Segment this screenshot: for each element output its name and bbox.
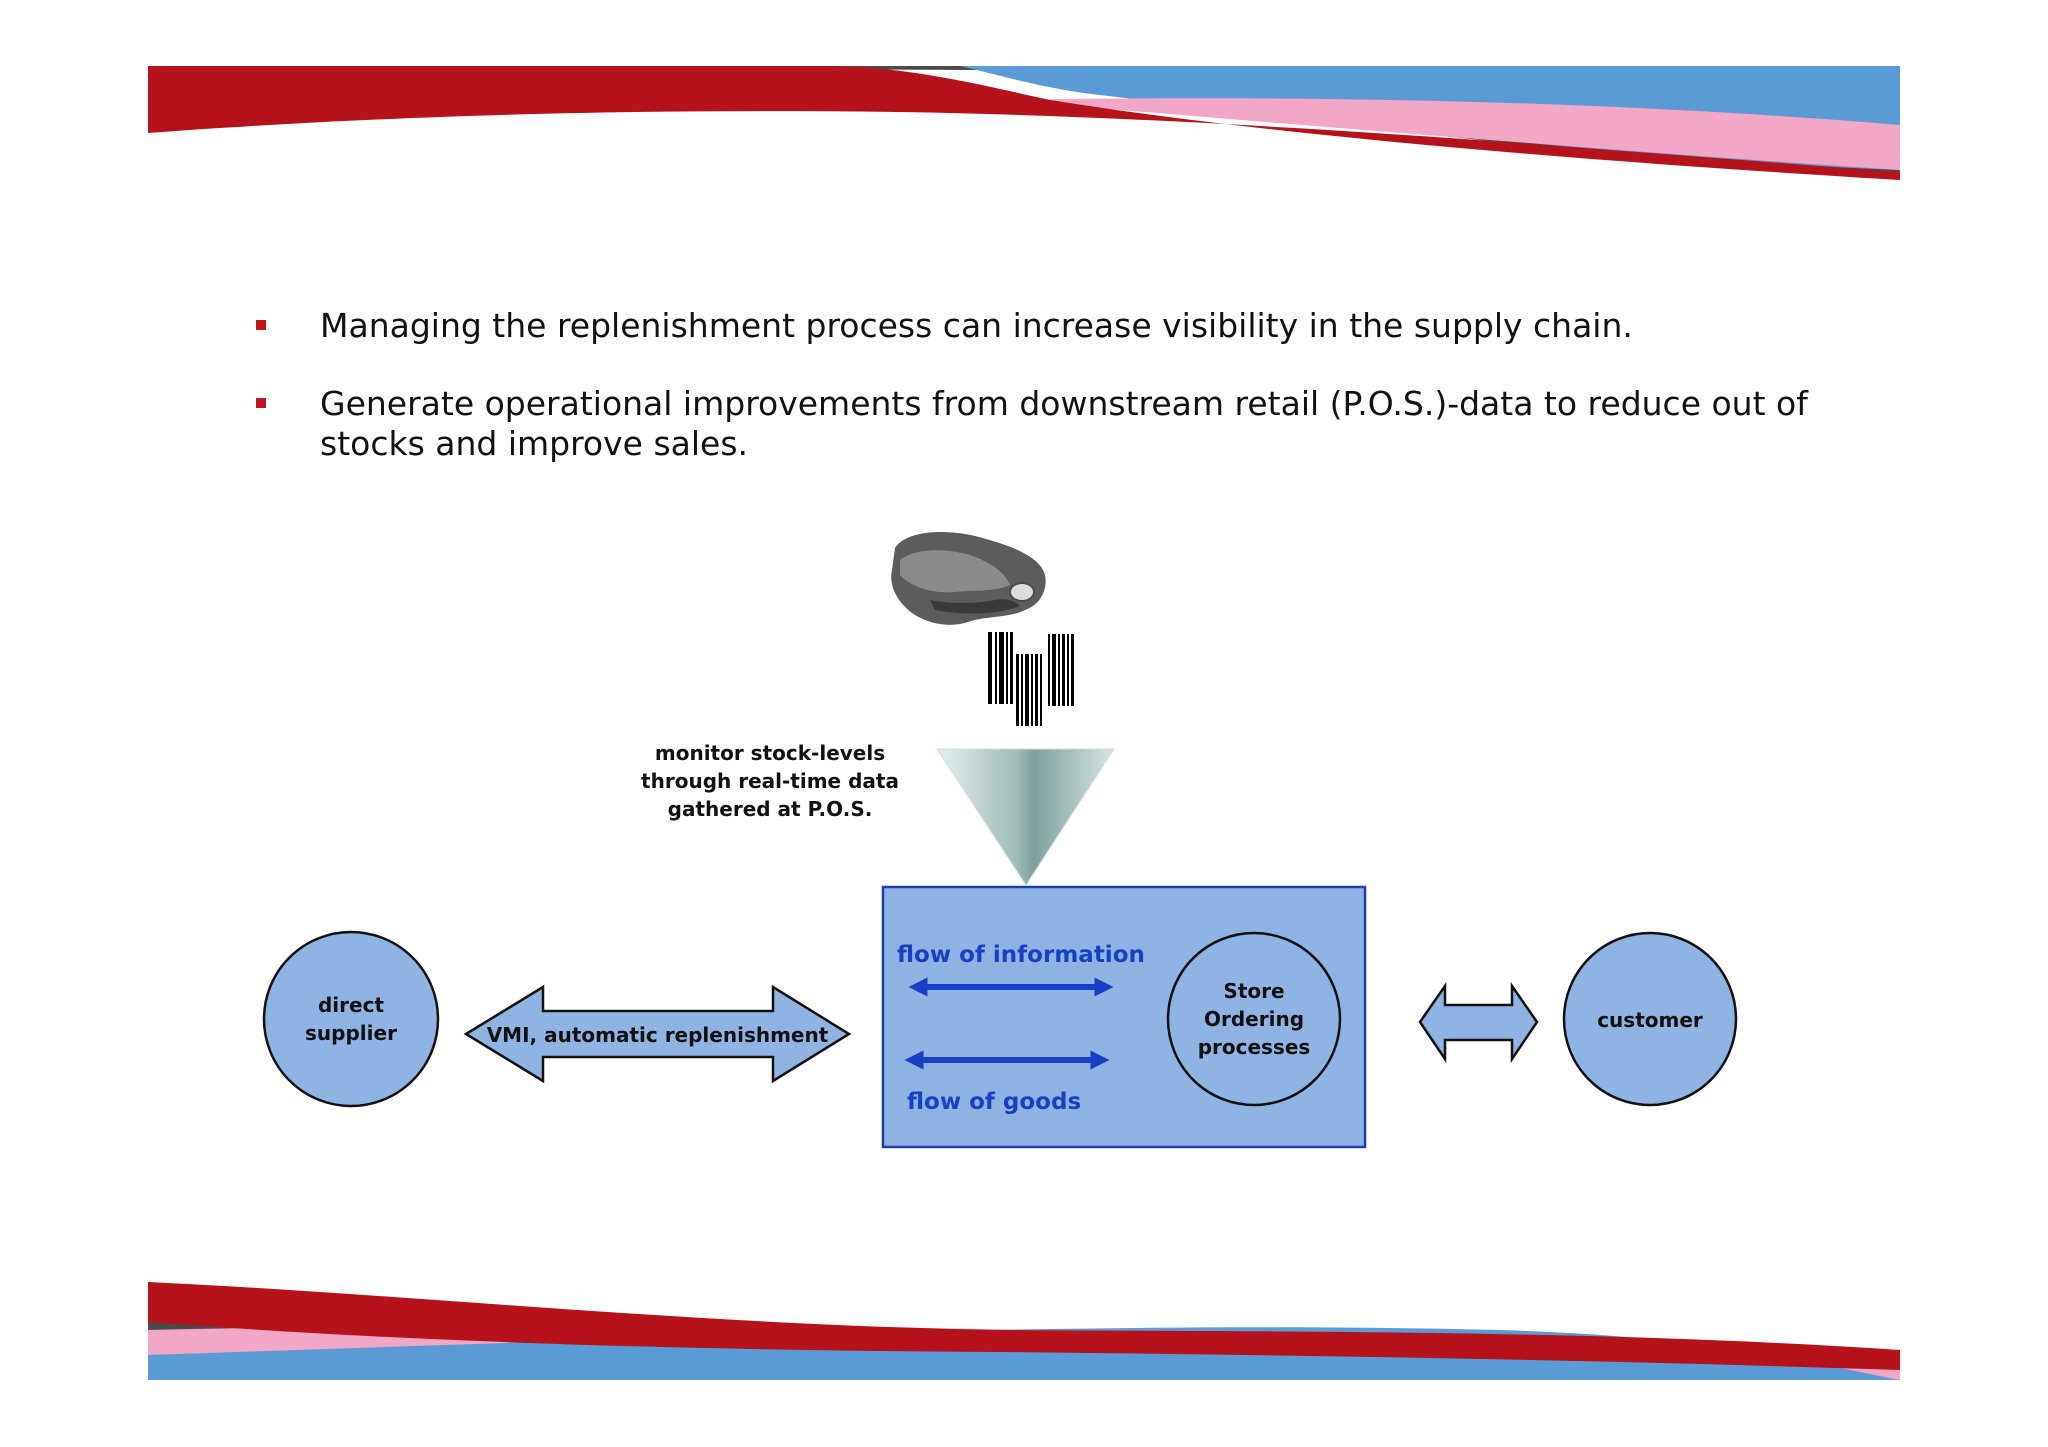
pos-caption-line: through real-time data [641,769,899,793]
customer-double-arrow [1418,982,1539,1064]
flow-of-information-label: flow of information [897,942,1145,968]
barcode-icon [988,632,1074,726]
supplier-label: direct supplier [271,991,431,1047]
supplier-label-line: supplier [305,1021,397,1045]
vmi-label: VMI, automatic replenishment [486,1023,829,1047]
pos-data-triangle [936,748,1115,886]
bullet-item: Generate operational improvements from d… [252,384,1812,464]
bullet-item: Managing the replenishment process can i… [252,306,1812,346]
supplier-label-line: direct [317,993,384,1017]
store-ordering-circle [1166,931,1342,1107]
bullet-marker [256,320,266,330]
bullet-marker [256,398,266,408]
hand-barcode-illustration [891,532,1046,625]
store-label-line: Store [1223,979,1285,1003]
customer-circle [1562,931,1738,1107]
bullet-list: Managing the replenishment process can i… [252,306,1812,502]
direct-supplier-circle [262,930,440,1108]
bullet-text: Generate operational improvements from d… [320,384,1808,463]
flow-of-goods-label: flow of goods [907,1089,1082,1115]
pos-caption: monitor stock-levels through real-time d… [620,739,920,823]
store-label-line: Ordering [1203,1007,1305,1031]
store-ordering-label: Store Ordering processes [1174,977,1334,1061]
store-label-line: processes [1197,1035,1311,1059]
pos-caption-line: gathered at P.O.S. [667,797,873,821]
bullet-text: Managing the replenishment process can i… [320,306,1633,345]
bottom-wave-banner [148,1282,1900,1380]
vmi-double-arrow [463,984,852,1084]
pos-caption-line: monitor stock-levels [654,741,886,765]
customer-label: customer [1597,1008,1703,1032]
top-wave-banner [148,66,1900,180]
